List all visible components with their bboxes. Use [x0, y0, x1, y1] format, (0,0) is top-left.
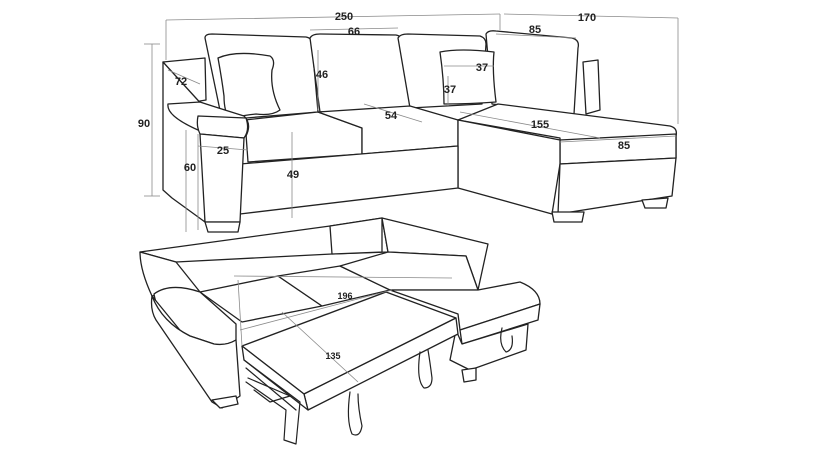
- bed-frame-rail: [245, 367, 297, 411]
- sleeper-seat-3: [339, 251, 479, 291]
- foot-2: [551, 211, 585, 223]
- bed-frame-support: [247, 377, 291, 403]
- right-back-end: [582, 59, 601, 115]
- dim-depth-right: 170: [578, 12, 596, 24]
- bed-mattress-side: [241, 345, 309, 411]
- foot-1: [204, 221, 241, 233]
- sleeper-chaise-cushion-front: [459, 303, 541, 345]
- dim-pillow: 37: [476, 62, 488, 74]
- dim-base-height: 49: [287, 169, 299, 181]
- sleeper-foot-arm: [211, 395, 239, 409]
- dim-chaise-back-width: 85: [529, 24, 541, 36]
- dim-total-height: 90: [138, 118, 150, 130]
- sleeper-chaise-base: [449, 323, 529, 371]
- foot-3: [641, 197, 669, 209]
- sleeper-view: [139, 217, 541, 445]
- chaise-back-cushion: [485, 30, 580, 115]
- dim-pillow-height: 37: [444, 84, 456, 96]
- dim-total-width: 250: [335, 11, 353, 23]
- dim-seat-height: 60: [184, 162, 196, 174]
- sleeper-arm-body: [150, 295, 241, 409]
- sleeper-back-corner: [329, 217, 383, 255]
- bed-handle-1: [347, 391, 363, 436]
- dim-bed-length: 196: [337, 291, 352, 301]
- dim-bed-width: 135: [325, 351, 340, 361]
- dim-back-height: 46: [316, 69, 328, 81]
- dim-chaise-length: 155: [531, 119, 549, 131]
- bed-frame-front: [243, 359, 301, 445]
- pillow-right: [439, 49, 497, 105]
- dim-chaise-width: 85: [618, 140, 630, 152]
- bed-handle-2: [418, 349, 433, 389]
- dim-arm-width: 25: [217, 145, 229, 157]
- bed-handle-3: [500, 327, 513, 353]
- dimension-lines-top: [144, 13, 679, 232]
- dimension-labels-bottom: 196 135: [325, 291, 352, 361]
- dimension-lines-bottom: [233, 275, 453, 383]
- sleeper-foot-chaise: [461, 367, 477, 383]
- dim-arm-depth: 72: [175, 76, 187, 88]
- dimension-labels-top: 250 170 66 85 46 37 37 72 90 54 155 85 2…: [138, 11, 630, 181]
- corner-sofa-view: [162, 30, 678, 233]
- dim-seat-depth: 54: [385, 110, 398, 122]
- dim-seat-width: 66: [348, 26, 360, 38]
- pillow-left: [217, 52, 281, 121]
